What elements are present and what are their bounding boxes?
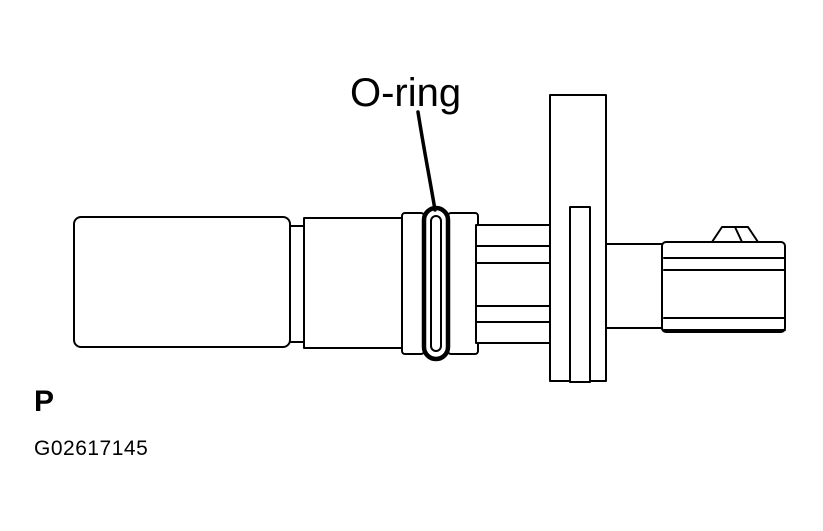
o-ring <box>421 205 451 362</box>
o-ring-label: O-ring <box>350 71 461 115</box>
sensor-neck <box>289 225 305 343</box>
sensor-body <box>73 216 291 348</box>
view-label: P <box>34 385 54 418</box>
sensor-shaft <box>475 224 555 344</box>
leader-line <box>416 110 437 212</box>
sensor-collar <box>303 217 405 349</box>
figure-id: G02617145 <box>34 437 148 460</box>
mounting-flange <box>549 94 607 383</box>
connector-housing <box>605 226 786 333</box>
